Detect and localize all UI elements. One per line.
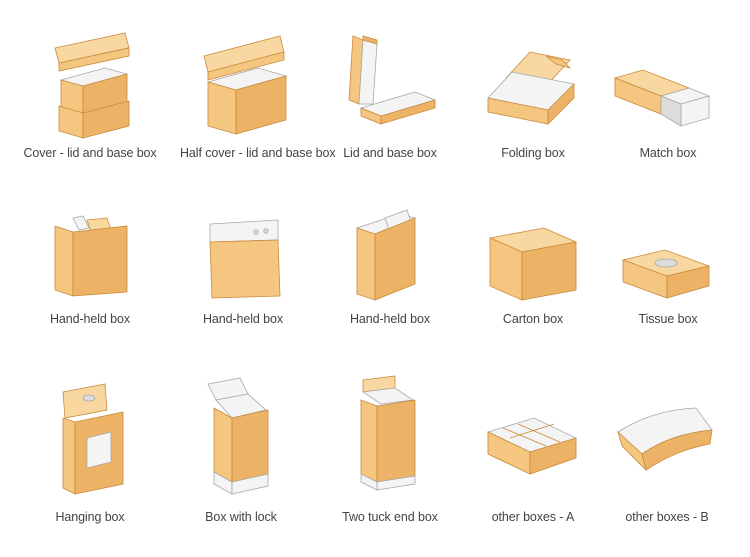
box-item-tissue: Tissue box <box>593 200 743 340</box>
box-label: Half cover - lid and base box <box>180 146 336 160</box>
box-label: Hand-held box <box>202 312 283 326</box>
box-label: other boxes - A <box>491 510 575 524</box>
box-item-half-cover: Half cover - lid and base box <box>180 0 336 170</box>
box-item-folding: Folding box <box>458 0 608 170</box>
tray-box-icon <box>486 417 578 475</box>
box-item-hand-held-3: Hand-held box <box>315 200 465 340</box>
two-tuck-end-box-icon <box>360 375 416 491</box>
box-label: Cover - lid and base box <box>23 146 157 160</box>
box-item-hand-held-1: Hand-held box <box>15 200 165 340</box>
lid-base-box-icon <box>348 35 437 125</box>
box-label: Box with lock <box>205 510 277 524</box>
box-label: Hand-held box <box>49 312 130 326</box>
cover-lid-base-box-icon <box>54 32 130 139</box>
box-item-other-b: other boxes - B <box>592 370 742 530</box>
box-label: Hanging box <box>55 510 125 524</box>
box-item-two-tuck-end: Two tuck end box <box>315 370 465 530</box>
box-item-other-a: other boxes - A <box>458 370 608 530</box>
tissue-box-icon <box>621 249 711 299</box>
hand-held-box-icon <box>209 219 281 299</box>
box-label: Tissue box <box>638 312 698 326</box>
curved-tray-box-icon <box>617 407 713 472</box>
carton-box-icon <box>488 227 578 301</box>
box-label: Match box <box>639 146 697 160</box>
box-label: other boxes - B <box>625 510 709 524</box>
box-item-lock: Box with lock <box>166 370 316 530</box>
box-with-lock-icon <box>207 377 269 495</box>
folding-box-icon <box>487 51 575 125</box>
box-item-hanging: Hanging box <box>15 370 165 530</box>
box-item-cover-lid-base: Cover - lid and base box <box>15 0 165 170</box>
box-item-match: Match box <box>593 0 743 170</box>
box-label: Folding box <box>501 146 565 160</box>
box-item-hand-held-2: Hand-held box <box>168 200 318 340</box>
box-item-lid-base: Lid and base box <box>315 0 465 170</box>
hand-held-box-icon <box>355 209 417 301</box>
match-box-icon <box>613 69 711 127</box>
box-label: Hand-held box <box>349 312 430 326</box>
hand-held-box-icon <box>54 215 128 297</box>
box-label: Two tuck end box <box>342 510 438 524</box>
box-label: Lid and base box <box>343 146 437 160</box>
half-cover-box-icon <box>203 35 288 135</box>
box-item-carton: Carton box <box>458 200 608 340</box>
hanging-box-icon <box>62 383 124 495</box>
box-label: Carton box <box>502 312 564 326</box>
